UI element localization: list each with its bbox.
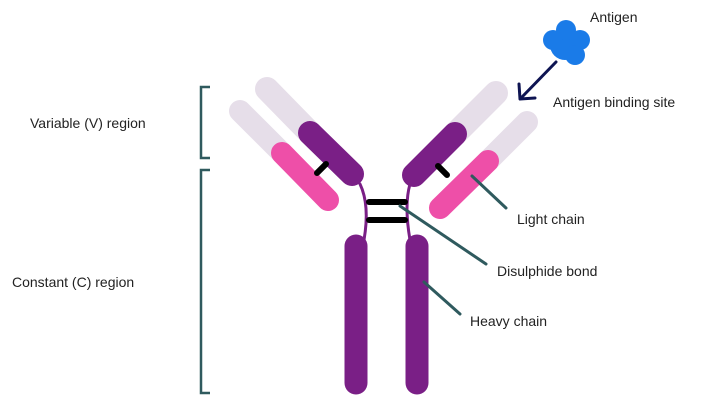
binding-arrow: [520, 60, 558, 99]
right-heavy-chain: [402, 122, 467, 187]
right-chain-bond: [435, 163, 450, 178]
constant-region-bracket: [199, 168, 210, 395]
binding-site-label: Antigen binding site: [553, 94, 676, 110]
left-heavy-chain: [298, 121, 364, 186]
disulphide-label: Disulphide bond: [497, 263, 598, 279]
constant-region-label: Constant (C) region: [12, 274, 135, 290]
left-light-chain: [271, 142, 339, 211]
right-light-chain: [429, 150, 499, 219]
right-hinge: [405, 182, 412, 242]
heavy-chain-label: Heavy chain: [470, 313, 548, 329]
variable-region-label: Variable (V) region: [30, 115, 146, 131]
disulphide-pointer: [398, 204, 488, 266]
light-chain-label: Light chain: [517, 211, 585, 227]
antigen-label: Antigen: [590, 9, 638, 25]
arrow-head-icon: [517, 82, 537, 101]
left-chain-bond: [314, 161, 329, 176]
antigen-shape: [543, 20, 590, 65]
variable-region-bracket: [199, 85, 210, 160]
left-hinge: [358, 182, 368, 242]
light-chain-pointer: [470, 174, 508, 210]
heavy-chain-pointer: [422, 280, 462, 316]
